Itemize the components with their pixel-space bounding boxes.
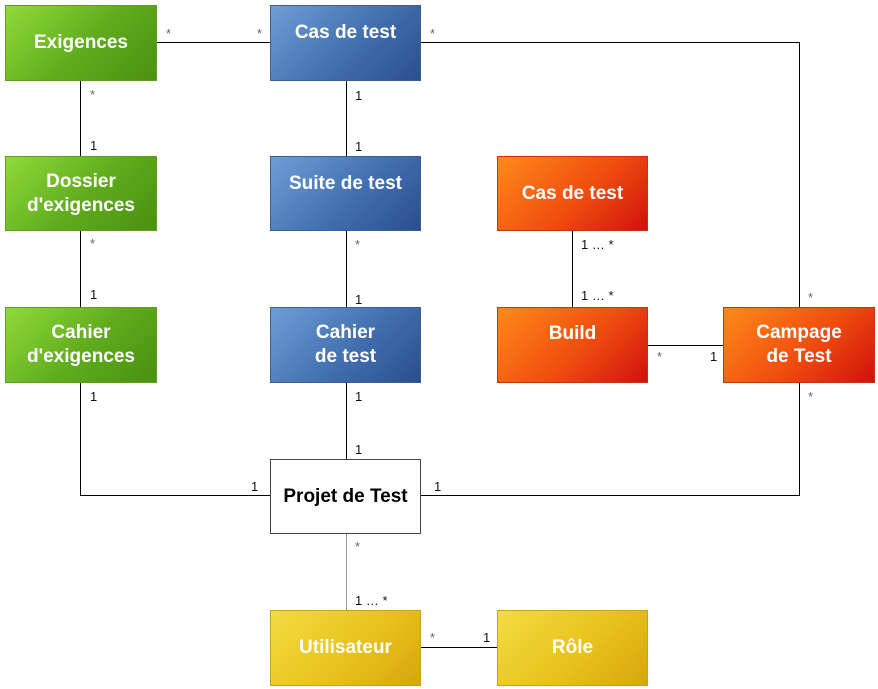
role-box: Rôle bbox=[497, 610, 648, 686]
mult-casred-build-bottom: 1 … * bbox=[581, 288, 614, 303]
cas-de-test-build-box: Cas de test bbox=[497, 156, 648, 231]
mult-suite-cahier-bottom: 1 bbox=[355, 292, 363, 307]
mult-exigences-cas-left: * bbox=[166, 26, 172, 41]
cahier-de-test-box: Cahier de test bbox=[270, 307, 421, 383]
campagne-de-test-box: Campage de Test bbox=[723, 307, 875, 383]
line-cas-campagne bbox=[421, 42, 800, 307]
mult-campagne-projet-top: * bbox=[808, 389, 814, 404]
dossier-exigences-box: Dossier d'exigences bbox=[5, 156, 157, 231]
cas-de-test-box: Cas de test bbox=[270, 5, 421, 81]
mult-cas-campagne-top: * bbox=[430, 26, 436, 41]
mult-cahierex-projet-left: 1 bbox=[251, 479, 259, 494]
line-cahierex-projet bbox=[80, 383, 270, 496]
mult-cahiertest-projet-bottom: 1 bbox=[355, 442, 363, 457]
mult-exigences-cas-right: * bbox=[257, 26, 263, 41]
build-box: Build bbox=[497, 307, 648, 383]
mult-cas-suite-top: 1 bbox=[355, 88, 363, 103]
mult-casred-build-top: 1 … * bbox=[581, 237, 614, 252]
mult-cahierex-projet-top: 1 bbox=[90, 389, 98, 404]
mult-projet-user-bottom: 1 … * bbox=[355, 593, 388, 608]
mult-exigences-dossier-top: * bbox=[90, 87, 96, 102]
mult-user-role-right: 1 bbox=[483, 630, 491, 645]
mult-build-campagne-right: 1 bbox=[710, 349, 718, 364]
mult-build-campagne-left: * bbox=[657, 349, 663, 364]
mult-campagne-top: * bbox=[808, 290, 814, 305]
mult-exigences-dossier-bottom: 1 bbox=[90, 138, 98, 153]
line-campagne-projet bbox=[421, 383, 800, 496]
exigences-box: Exigences bbox=[5, 5, 157, 81]
mult-cas-suite-bottom: 1 bbox=[355, 139, 363, 154]
projet-de-test-box: Projet de Test bbox=[270, 459, 421, 534]
cahier-exigences-box: Cahier d'exigences bbox=[5, 307, 157, 383]
utilisateur-box: Utilisateur bbox=[270, 610, 421, 686]
mult-dossier-cahier-bottom: 1 bbox=[90, 287, 98, 302]
mult-suite-cahier-top: * bbox=[355, 237, 361, 252]
mult-dossier-cahier-top: * bbox=[90, 236, 96, 251]
mult-campagne-projet-right: 1 bbox=[434, 479, 442, 494]
suite-de-test-box: Suite de test bbox=[270, 156, 421, 231]
mult-cahiertest-projet-top: 1 bbox=[355, 389, 363, 404]
mult-projet-user-top: * bbox=[355, 539, 361, 554]
mult-user-role-left: * bbox=[430, 630, 436, 645]
